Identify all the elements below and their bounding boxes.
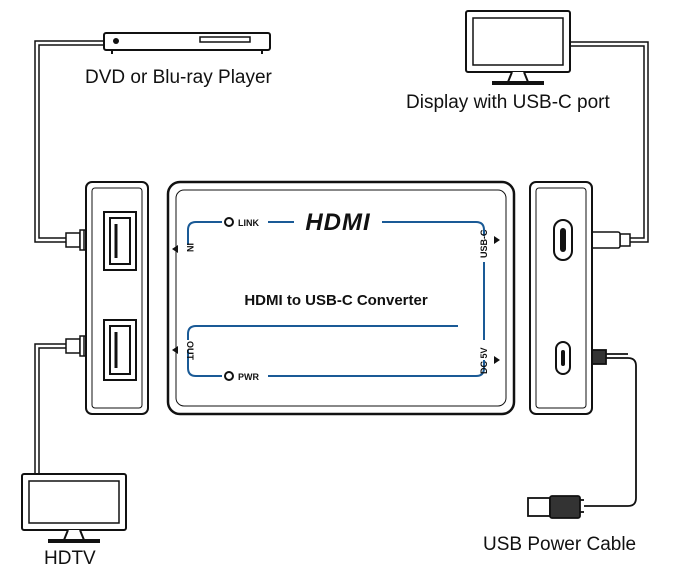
right-side-panel bbox=[529, 181, 593, 415]
pwr-label: PWR bbox=[238, 372, 259, 382]
link-label: LINK bbox=[238, 218, 259, 228]
out-arrow-icon bbox=[172, 346, 178, 354]
in-port-label: IN bbox=[185, 243, 195, 252]
link-led-icon bbox=[224, 217, 234, 227]
usb-power-cable-label: USB Power Cable bbox=[483, 534, 637, 555]
hdtv-label: HDTV bbox=[44, 548, 96, 569]
converter-body: HDMI HDMI to USB-C Converter LINK PWR IN… bbox=[166, 180, 516, 416]
usb-power-cable bbox=[527, 349, 637, 519]
out-port-label: OUT bbox=[185, 341, 195, 361]
dc-5v-port-label: DC 5V bbox=[479, 347, 489, 374]
converter-title: HDMI to USB-C Converter bbox=[244, 292, 428, 309]
hdtv-icon bbox=[21, 473, 127, 543]
left-side-panel bbox=[85, 181, 149, 415]
dvd-player-label: DVD or Blu-ray Player bbox=[85, 67, 272, 88]
display-label: Display with USB-C port bbox=[406, 92, 610, 113]
hdmi-out-port-icon bbox=[103, 319, 137, 381]
in-arrow-icon bbox=[172, 245, 178, 253]
link-trace-line bbox=[187, 221, 222, 245]
pwr-led-icon bbox=[224, 371, 234, 381]
dc-5v-port-icon bbox=[555, 341, 571, 375]
dvd-player-icon bbox=[103, 32, 271, 54]
usb-c-display-icon bbox=[465, 10, 571, 85]
usb-c-port-label: USB-C bbox=[479, 229, 489, 258]
usb-c-port-icon bbox=[553, 219, 573, 261]
usb-c-cable bbox=[570, 41, 649, 249]
hdmi-in-port-icon bbox=[103, 211, 137, 271]
dc-5v-arrow-icon bbox=[494, 356, 500, 364]
hdmi-logo: HDMI bbox=[305, 209, 371, 236]
usb-c-arrow-icon bbox=[494, 236, 500, 244]
